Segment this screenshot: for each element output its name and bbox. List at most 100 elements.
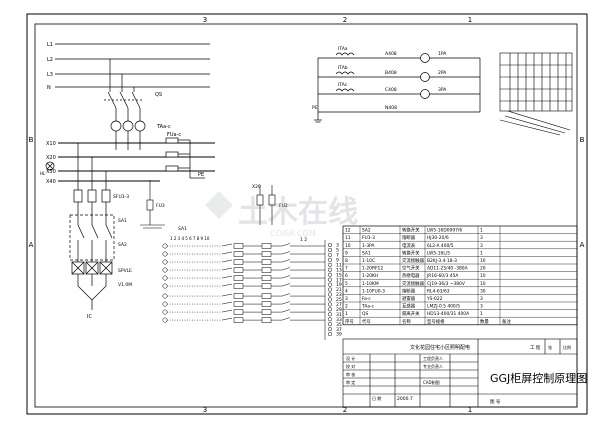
control-row	[162, 267, 325, 273]
pe-label-left: PE	[198, 172, 204, 178]
phase-n: N	[47, 85, 51, 91]
bom-cell: 转换开关	[402, 227, 420, 234]
bom-cell: AD11-25/40 -380A	[427, 266, 468, 272]
bom-cell: 30	[480, 288, 486, 294]
terminal-number: 23	[336, 292, 342, 298]
terminal-node	[327, 322, 333, 327]
control-row	[162, 259, 325, 265]
terminal-number: 9	[336, 257, 339, 263]
incoming-lines	[55, 43, 210, 92]
busbar-x30: X30	[46, 169, 56, 175]
bom-cell: 10	[480, 258, 486, 264]
terminal-node	[327, 297, 333, 302]
bom-cell: 3	[480, 296, 483, 302]
spvle-label: SPVLE	[118, 268, 132, 274]
bom-cell: 1-10FU0-3	[362, 288, 385, 294]
bom-cell: 3	[345, 296, 348, 302]
control-row	[162, 301, 325, 307]
bom-cell: RL4-63/63	[427, 288, 450, 294]
contact-numbers: 1 2 3 4 5 6 7 8 9 10	[170, 236, 210, 241]
terminal-node	[327, 252, 333, 257]
control-row	[162, 317, 325, 323]
bom-cell: SA1	[362, 250, 371, 256]
lamp-label: HL	[40, 171, 46, 176]
inner-frame	[34, 23, 578, 408]
bom-cell: 10	[345, 243, 351, 249]
zone-right-b: B	[580, 136, 585, 144]
bom-cell: QS	[362, 311, 368, 317]
terminal-number: 7	[336, 253, 339, 259]
output-bridge	[77, 274, 107, 310]
busbar-x10: X10	[46, 141, 56, 147]
bom-cell: 1	[345, 311, 348, 317]
zone-right-a: A	[580, 241, 585, 249]
bom-cell: LMZJ-0.5 400/5	[427, 304, 460, 310]
bom-cell: 1-20KH	[362, 273, 378, 279]
bom-cell: 3	[480, 304, 483, 310]
watermark-sub: COI88.COM	[270, 229, 316, 238]
isolator-switch	[104, 91, 142, 150]
bom-cell: 空气开关	[402, 265, 420, 272]
terminal-node	[327, 277, 333, 282]
title-block	[342, 338, 578, 408]
zone-left-b: B	[29, 136, 34, 144]
ic-label: IC	[87, 314, 92, 320]
bom-row: 9 SA1 转换开关 LW5-16L/5 1	[345, 249, 483, 256]
bom-cell: 9	[345, 250, 348, 256]
contactor-row	[71, 261, 113, 275]
pe-label-right: PE	[312, 105, 318, 111]
ct-a-label: ITAa	[338, 46, 348, 52]
bom-cell: B2KJ-3.4-18-3	[427, 258, 457, 264]
bom-cell: 5	[345, 281, 348, 287]
drawing-subject: GGJ柜屏控制原理图	[490, 371, 587, 385]
terminal-number: 13	[336, 267, 342, 273]
terminal-node	[327, 242, 333, 248]
fuse-row-label: SFU1-3	[113, 194, 129, 200]
phase-l2: L2	[47, 57, 53, 63]
terminal-number: 3	[336, 243, 339, 249]
bom-cell: YS-022	[426, 296, 443, 302]
terminal-node	[327, 327, 333, 332]
bom-cell: 1	[480, 250, 483, 256]
current-transformers	[110, 120, 146, 132]
role-design: 设 计	[346, 355, 355, 361]
terminal-node	[327, 257, 333, 262]
bom-cell: SA2	[362, 228, 371, 234]
terminal-node	[327, 307, 333, 312]
bom-cell: 1	[480, 311, 483, 317]
ammeter-3: 3PA	[438, 87, 447, 93]
ct-b-label: ITAb	[338, 65, 348, 71]
bom-cell: HJ30-20/6	[427, 235, 449, 241]
sheet-label: 张	[548, 344, 552, 350]
fu2-label: FU2	[279, 203, 288, 209]
wire-a408: A408	[385, 51, 397, 57]
bom-cell: 8	[345, 258, 348, 264]
project-stage: 工 程	[530, 344, 541, 351]
watermark-text: 土木在线	[238, 195, 358, 230]
terminal-number: 5	[336, 248, 339, 254]
bom-cell: 10	[480, 273, 486, 279]
bom-cell: 熔断器	[402, 287, 416, 294]
terminal-number: 19	[336, 282, 342, 288]
bom-cell: CJ19-36/3 ~380V	[427, 281, 465, 287]
terminal-node	[327, 247, 333, 252]
bom-cell: 1-20RF12	[362, 266, 383, 272]
bom-cell: 转换开关	[402, 249, 420, 256]
bom-cell: LW5-16L/5	[427, 250, 450, 256]
busbar-x40: X40	[46, 179, 56, 185]
bom-cell: 1-10KM	[362, 281, 379, 287]
terminal-node	[327, 272, 333, 277]
bom-header-cell: 序号	[345, 318, 354, 325]
indicator-lamp	[45, 161, 55, 171]
bom-cell: HD13-400/31 400A	[427, 311, 469, 317]
bom-cell: 3	[480, 243, 483, 249]
wire-b408: B408	[385, 70, 397, 76]
bom-cell: JR16-60/3 45A	[426, 273, 458, 279]
watermark: 土木在线 COI88.COM	[205, 191, 358, 238]
